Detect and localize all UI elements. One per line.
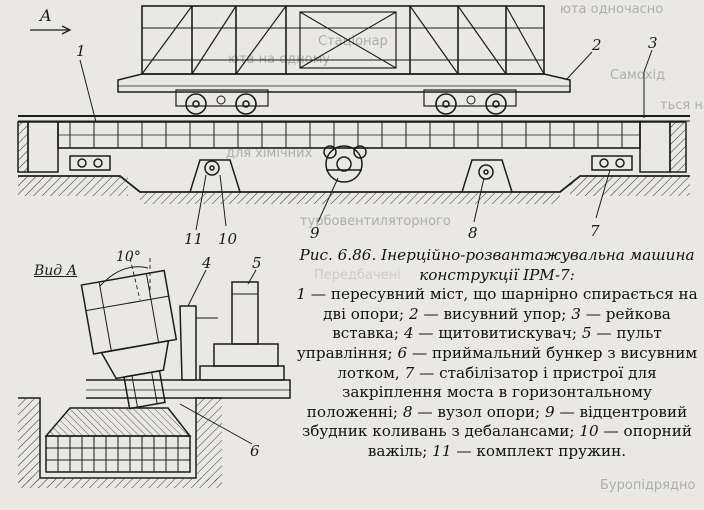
legend-item: 10 — опорний важіль;	[367, 422, 693, 460]
bg-text-5: ться на	[660, 98, 704, 113]
legend-item: 4 — щитовитискувач;	[403, 324, 578, 343]
callout-5: 5	[252, 254, 262, 272]
legend-item: 11 — комплект пружин.	[432, 441, 627, 460]
legend-item: 3 — рейкова вставка;	[332, 304, 671, 343]
legend-item: 7 — стабілізатор і пристрої для закріпле…	[306, 363, 657, 421]
callout-11: 11	[184, 230, 204, 248]
callout-3: 3	[648, 34, 658, 52]
callout-9: 9	[310, 224, 320, 242]
view-a-label: Вид А	[34, 263, 78, 279]
bg-text-4: Самохід	[610, 68, 666, 83]
legend-item: 8 — вузол опори;	[402, 402, 541, 421]
callout-6: 6	[250, 442, 260, 460]
bg-text-2: Стаціонар	[318, 34, 388, 49]
angle-label: 10°	[116, 249, 141, 265]
caption-title: Рис. 6.86. Інерційно-розвантажувальна ма…	[299, 246, 695, 284]
bg-text-6: для хімічних	[226, 146, 313, 161]
legend-item: 1 — пересувний міст, що шарнірно спираєт…	[296, 285, 698, 323]
callout-10: 10	[218, 230, 238, 248]
bg-text-8: Передбачені	[314, 268, 401, 283]
bg-text-1: юта одночасно	[560, 2, 664, 17]
legend-item: 2 — висувний упор;	[408, 304, 567, 323]
caption-legend: 1 — пересувний міст, що шарнірно спираєт…	[296, 285, 698, 461]
callout-4: 4	[202, 254, 212, 272]
callout-1: 1	[76, 42, 86, 60]
legend-item: 9 — відцентровий збудник коливань з деба…	[301, 402, 688, 441]
view-arrow-label: A	[40, 6, 52, 25]
bg-text-7: турбовентиляторного	[300, 214, 451, 229]
legend-item: 6 — приймальний бункер з висувним лотком…	[337, 343, 698, 382]
figure-caption: Рис. 6.86. Інерційно-розвантажувальна ма…	[296, 246, 698, 462]
legend-item: 5 — пульт управління;	[296, 324, 662, 362]
bg-text-9: Буропідрядно	[600, 478, 696, 493]
wagon-body	[141, 5, 545, 75]
callout-8: 8	[468, 224, 478, 242]
callout-2: 2	[592, 36, 602, 54]
callout-7: 7	[590, 222, 600, 240]
